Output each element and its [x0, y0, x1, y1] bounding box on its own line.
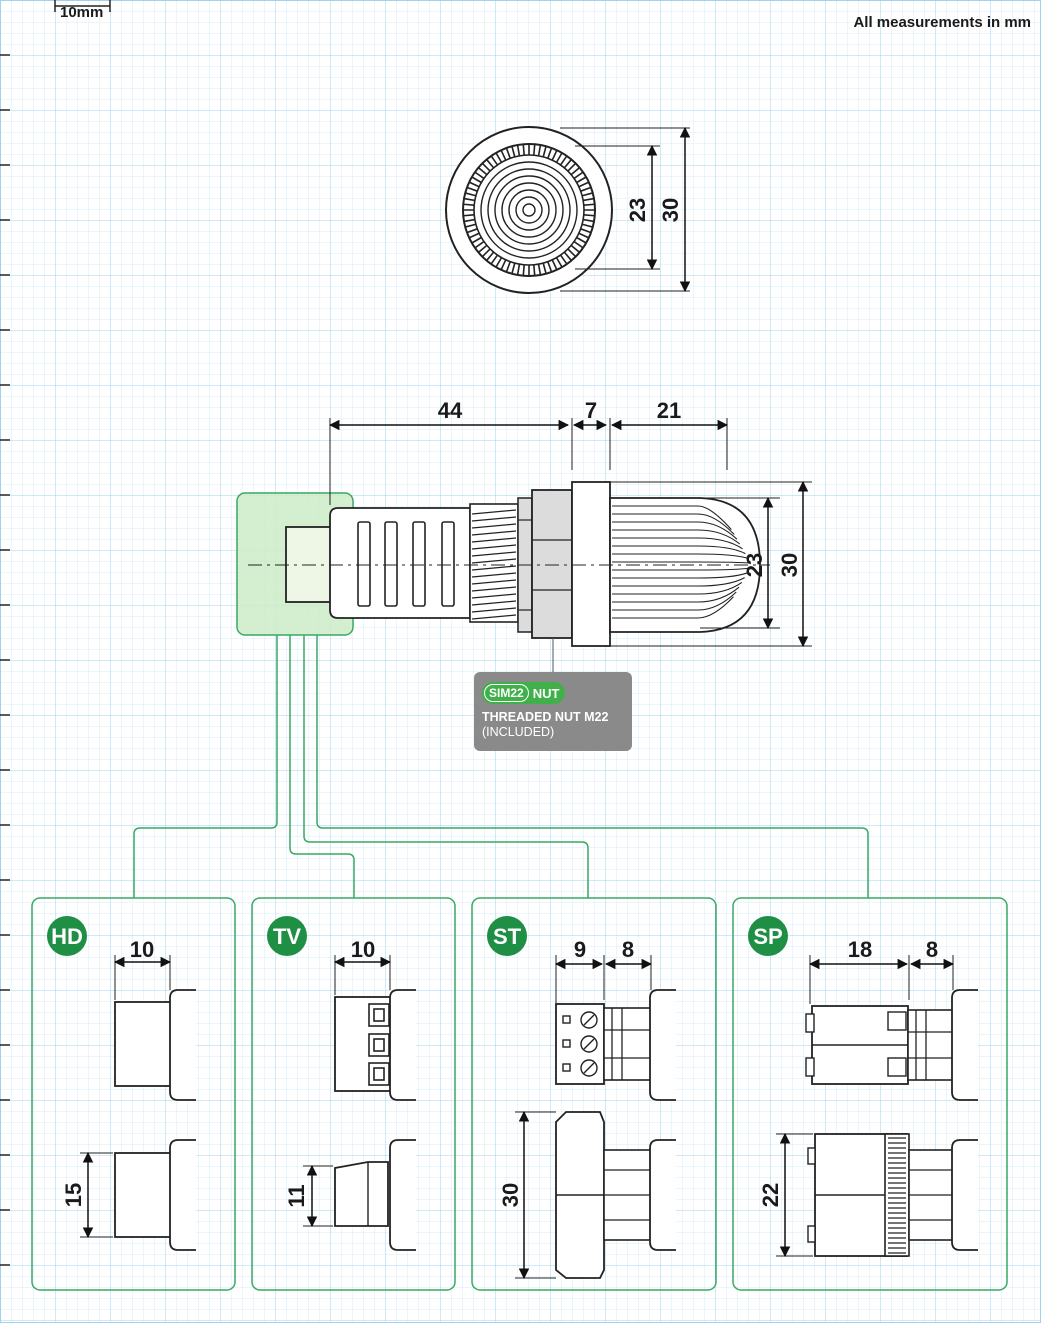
- lens-rings: [480, 161, 578, 259]
- badge-sim22: SIM22: [484, 684, 529, 702]
- st-code: ST: [493, 924, 522, 949]
- front-dim-30: 30: [658, 198, 683, 222]
- lens-ribs: [463, 144, 595, 276]
- scale-bar: [54, 0, 111, 12]
- badge-nut: NUT: [532, 685, 560, 701]
- side-dim-44: 44: [438, 398, 463, 423]
- side-view: 44 7 21 23 30: [236, 398, 812, 672]
- variant-panel-tv: TV 10 11: [251, 897, 456, 1291]
- bezel-flange: [571, 481, 611, 647]
- sim22-nut-badge: SIM22 NUT: [482, 682, 566, 704]
- variant-connectors: [133, 635, 869, 898]
- side-dim-23: 23: [742, 553, 767, 577]
- tv-dim-11: 11: [284, 1184, 309, 1207]
- variant-panel-sp: SP 18 8 22: [732, 897, 1008, 1291]
- side-dim-30: 30: [777, 553, 802, 577]
- side-dim-7: 7: [585, 398, 597, 423]
- hd-dim-10: 10: [130, 937, 154, 962]
- front-dim-23: 23: [625, 198, 650, 222]
- st-dim-9: 9: [574, 937, 586, 962]
- variant-panel-st: ST 9 8 30: [471, 897, 717, 1291]
- st-dim-30: 30: [498, 1183, 523, 1207]
- st-badge: [487, 916, 527, 956]
- hd-dim-15: 15: [61, 1183, 86, 1207]
- hd-code: HD: [51, 924, 83, 949]
- sp-code: SP: [753, 924, 782, 949]
- scale-label: 10mm: [60, 4, 103, 21]
- sp-dim-22: 22: [758, 1183, 783, 1207]
- callout-title: THREADED NUT M22: [482, 710, 609, 724]
- dome-ribs: [612, 505, 752, 619]
- sp-badge: [748, 916, 788, 956]
- sp-dim-8: 8: [926, 937, 938, 962]
- tv-dim-10: 10: [351, 937, 375, 962]
- thread-lines: [471, 509, 517, 620]
- units-note: All measurements in mm: [853, 14, 1031, 31]
- left-ruler: [0, 54, 10, 1266]
- nut-body: [531, 489, 573, 639]
- variant-panel-hd: HD 10 15: [31, 897, 236, 1291]
- st-dim-8: 8: [622, 937, 634, 962]
- threaded-nut-callout: SIM22 NUT THREADED NUT M22 (INCLUDED): [474, 672, 632, 751]
- front-view: 23 30: [445, 126, 691, 294]
- body-slots: [357, 521, 455, 607]
- tv-badge: [267, 916, 307, 956]
- side-dim-21: 21: [657, 398, 681, 423]
- tv-code: TV: [273, 924, 301, 949]
- callout-subtitle: (INCLUDED): [482, 725, 555, 739]
- hd-badge: [47, 916, 87, 956]
- sp-dim-18: 18: [848, 937, 872, 962]
